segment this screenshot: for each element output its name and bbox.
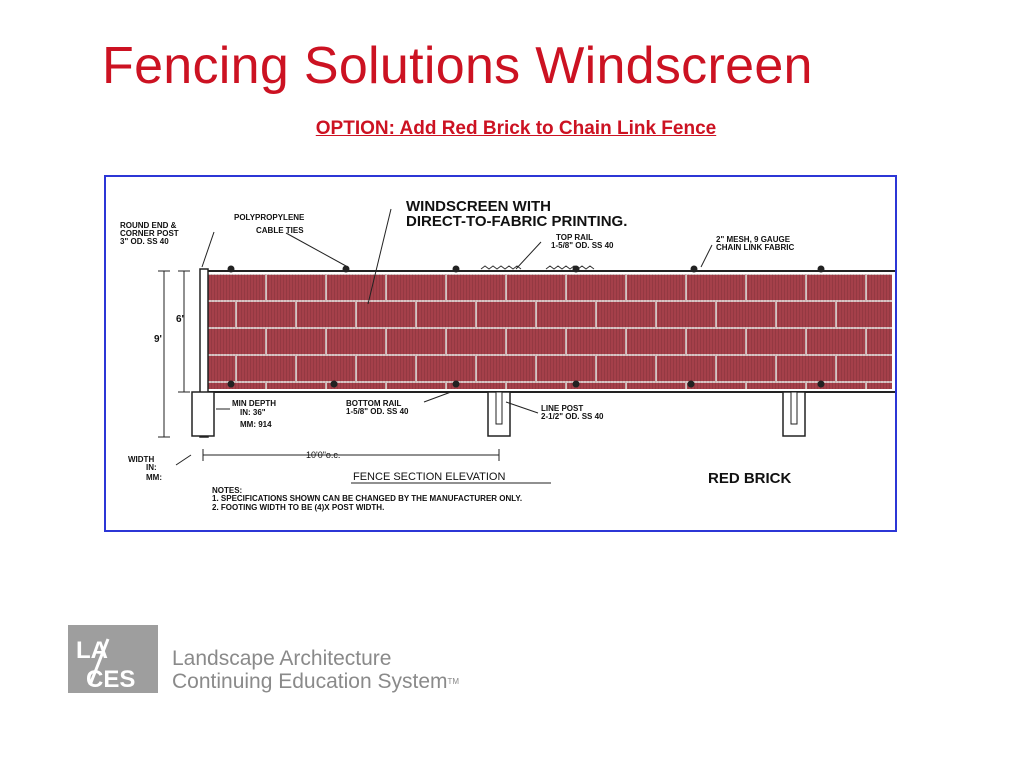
svg-text:IN:: IN: xyxy=(146,463,157,472)
fence-diagram: ROUND END & CORNER POST 3" OD. SS 40 POL… xyxy=(104,175,897,532)
svg-text:1-5/8" OD. SS 40: 1-5/8" OD. SS 40 xyxy=(551,241,614,250)
note-1: 1. SPECIFICATIONS SHOWN CAN BE CHANGED B… xyxy=(212,494,522,503)
height-6ft: 6' xyxy=(176,314,184,325)
post-spacing: 10'0"o.c. xyxy=(306,450,340,460)
svg-text:3" OD. SS 40: 3" OD. SS 40 xyxy=(120,237,169,246)
svg-text:1-5/8" OD. SS 40: 1-5/8" OD. SS 40 xyxy=(346,407,409,416)
min-depth-label: MIN DEPTH xyxy=(232,399,276,408)
svg-text:MM:: MM: xyxy=(146,473,162,482)
svg-text:IN: 36": IN: 36" xyxy=(240,408,266,417)
bottom-rail-label: BOTTOM RAIL xyxy=(346,399,402,408)
cable-ties-label: POLYPROPYLENE xyxy=(234,213,305,222)
svg-text:2-1/2" OD. SS 40: 2-1/2" OD. SS 40 xyxy=(541,412,604,421)
footer-line-2: Continuing Education SystemTM xyxy=(172,670,460,693)
svg-text:CORNER POST: CORNER POST xyxy=(120,229,179,238)
footer-line-1: Landscape Architecture xyxy=(172,647,392,670)
red-brick-label: RED BRICK xyxy=(708,470,792,487)
chain-link-label: 2" MESH, 9 GAUGE xyxy=(716,235,791,244)
cable-ties-top xyxy=(227,265,825,273)
corner-post-label: ROUND END & xyxy=(120,221,177,230)
width-label: WIDTH xyxy=(128,455,154,464)
svg-text:MM: 914: MM: 914 xyxy=(240,420,272,429)
height-9ft: 9' xyxy=(154,334,162,345)
fence-elevation-drawing: ROUND END & CORNER POST 3" OD. SS 40 POL… xyxy=(120,198,895,512)
laces-logo: LA CES xyxy=(68,625,158,693)
slide-title: Fencing Solutions Windscreen xyxy=(102,37,813,95)
svg-text:DIRECT-TO-FABRIC PRINTING.: DIRECT-TO-FABRIC PRINTING. xyxy=(406,213,627,230)
notes-heading: NOTES: xyxy=(212,486,242,495)
top-rail-label: TOP RAIL xyxy=(556,233,593,242)
corner-footing xyxy=(191,391,215,437)
laces-name: Landscape Architecture Continuing Educat… xyxy=(172,647,459,693)
line-post-label: LINE POST xyxy=(541,404,583,413)
windscreen-label: WINDSCREEN WITH xyxy=(406,198,551,215)
cable-ties-bottom xyxy=(227,380,825,388)
section-title: FENCE SECTION ELEVATION xyxy=(353,471,505,483)
corner-post xyxy=(199,268,209,438)
note-2: 2. FOOTING WIDTH TO BE (4)X POST WIDTH. xyxy=(212,503,384,512)
svg-text:CHAIN LINK FABRIC: CHAIN LINK FABRIC xyxy=(716,243,794,252)
svg-text:CABLE TIES: CABLE TIES xyxy=(256,226,304,235)
slide-subtitle: OPTION: Add Red Brick to Chain Link Fenc… xyxy=(315,118,717,139)
